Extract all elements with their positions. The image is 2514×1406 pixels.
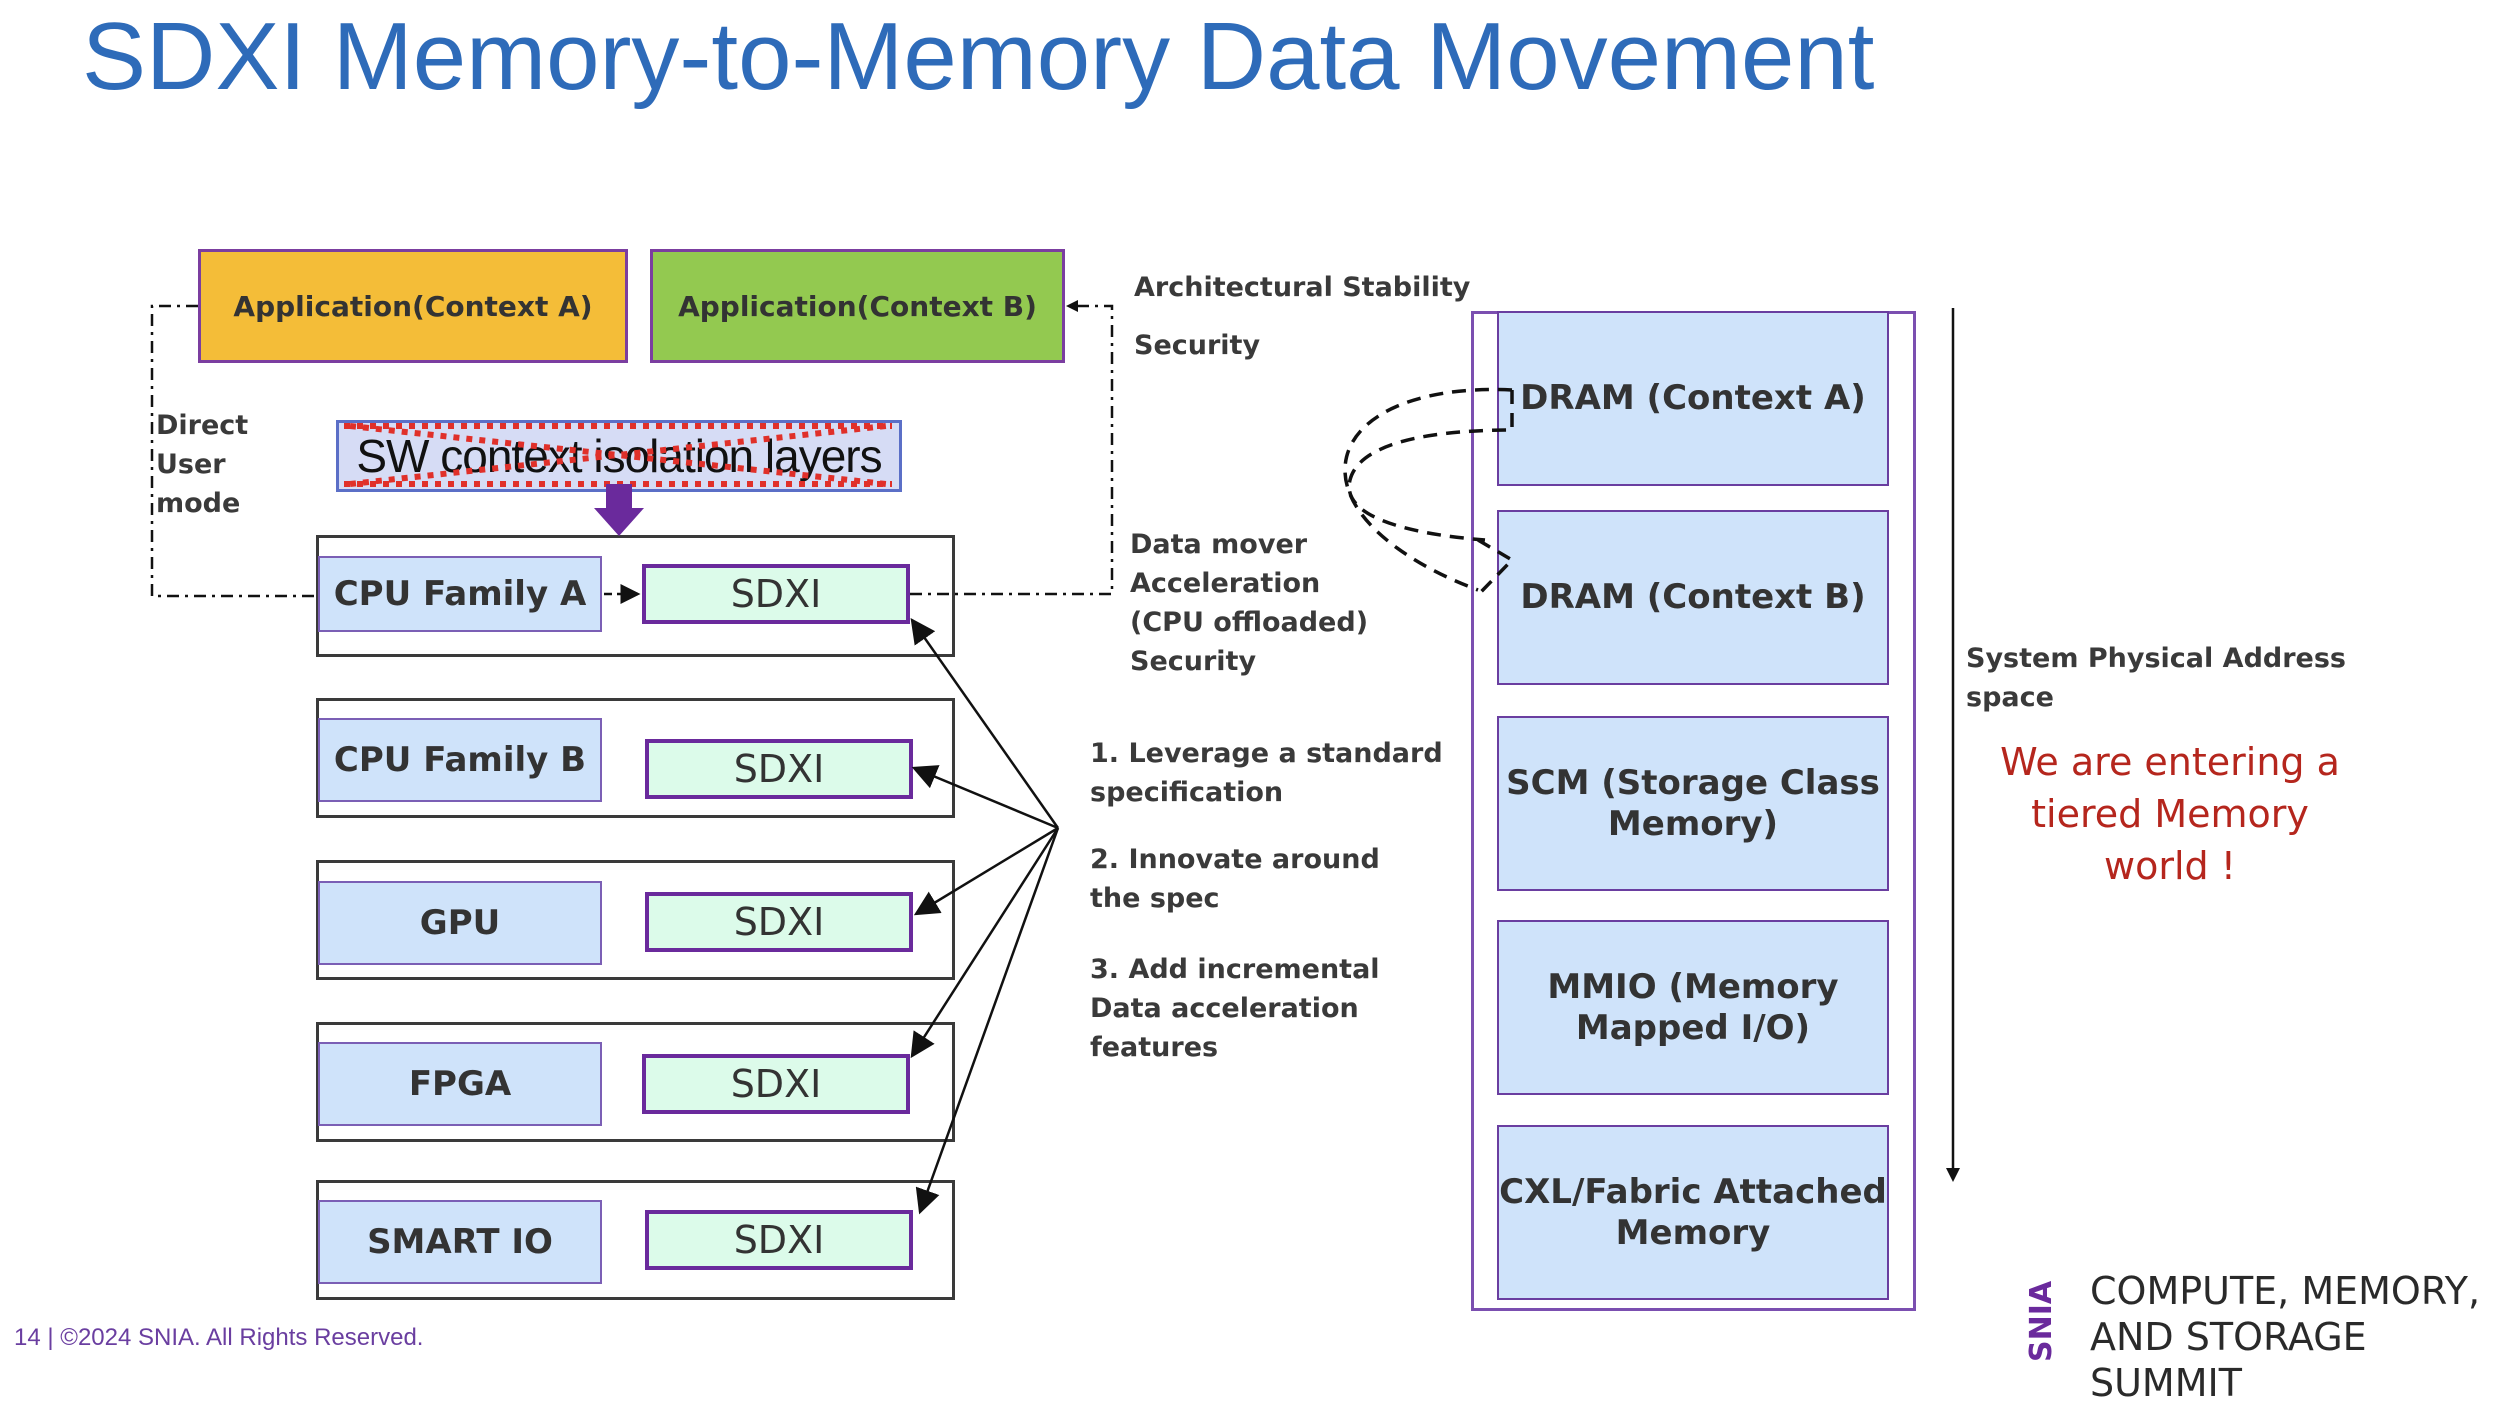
memory-mmio: MMIO (Memory Mapped I/O) xyxy=(1497,920,1889,1095)
memory-dram-context-a: DRAM (Context A) xyxy=(1497,311,1889,486)
point-1: 1. Leverage a standard specification xyxy=(1090,738,1443,808)
point-2: 2. Innovate around the spec xyxy=(1090,844,1380,914)
sdxi-to-app-b-path xyxy=(910,304,1114,596)
sdxi-engine-smart-io: SDXI xyxy=(645,1210,913,1270)
device-gpu: GPU xyxy=(318,881,602,965)
fan-arrows xyxy=(910,617,1060,1215)
memory-dram-context-b: DRAM (Context B) xyxy=(1497,510,1889,685)
purple-down-arrow xyxy=(594,484,644,536)
sdxi-engine-cpu-a: SDXI xyxy=(642,564,910,624)
dram-copy-loop xyxy=(1343,387,1515,597)
architectural-stability-label: Architectural Stability xyxy=(1134,272,1471,303)
sdxi-engine-cpu-b: SDXI xyxy=(645,739,913,799)
device-cpu-family-a: CPU Family A xyxy=(318,556,602,632)
footer-copyright: 14 | ©2024 SNIA. All Rights Reserved. xyxy=(14,1324,424,1351)
point-3: 3. Add incremental Data acceleration fea… xyxy=(1090,954,1380,1063)
device-fpga: FPGA xyxy=(318,1042,602,1126)
security-label: Security xyxy=(1134,330,1261,361)
direct-user-mode-label: Direct User mode xyxy=(156,410,249,519)
data-mover-label: Data mover Acceleration (CPU offloaded) … xyxy=(1130,529,1369,677)
connector-overlay xyxy=(150,300,1960,1215)
address-space-arrowhead xyxy=(1946,1168,1960,1182)
spa-label: System Physical Address space xyxy=(1966,643,2347,713)
app-b-arrowhead xyxy=(1066,300,1078,312)
page-title: SDXI Memory-to-Memory Data Movement xyxy=(82,3,1875,110)
app-context-a-box: Application(Context A) xyxy=(198,249,628,363)
device-cpu-family-b: CPU Family B xyxy=(318,718,602,802)
memory-scm: SCM (Storage Class Memory) xyxy=(1497,716,1889,891)
device-smart-io: SMART IO xyxy=(318,1200,602,1284)
sdxi-engine-fpga: SDXI xyxy=(642,1054,910,1114)
app-context-b-box: Application(Context B) xyxy=(650,249,1065,363)
direct-user-mode-path xyxy=(150,304,318,598)
memory-cxl-fabric: CXL/Fabric Attached Memory xyxy=(1497,1125,1889,1300)
sw-layer-strike-lines xyxy=(344,423,892,487)
tiered-memory-note: We are entering a tiered Memory world ! xyxy=(2000,740,2340,888)
sdxi-engine-gpu: SDXI xyxy=(645,892,913,952)
